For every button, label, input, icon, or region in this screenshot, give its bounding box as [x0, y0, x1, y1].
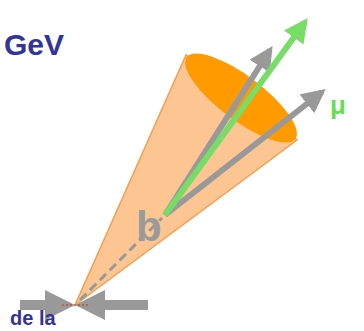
caption-fragment: de la — [10, 308, 56, 328]
muon-arrow — [165, 22, 305, 215]
energy-label: GeV — [4, 30, 64, 60]
beam-line — [102, 300, 148, 310]
quark-label: b — [136, 206, 162, 248]
vertex-mark — [62, 305, 88, 306]
muon-label: μ — [330, 92, 346, 118]
